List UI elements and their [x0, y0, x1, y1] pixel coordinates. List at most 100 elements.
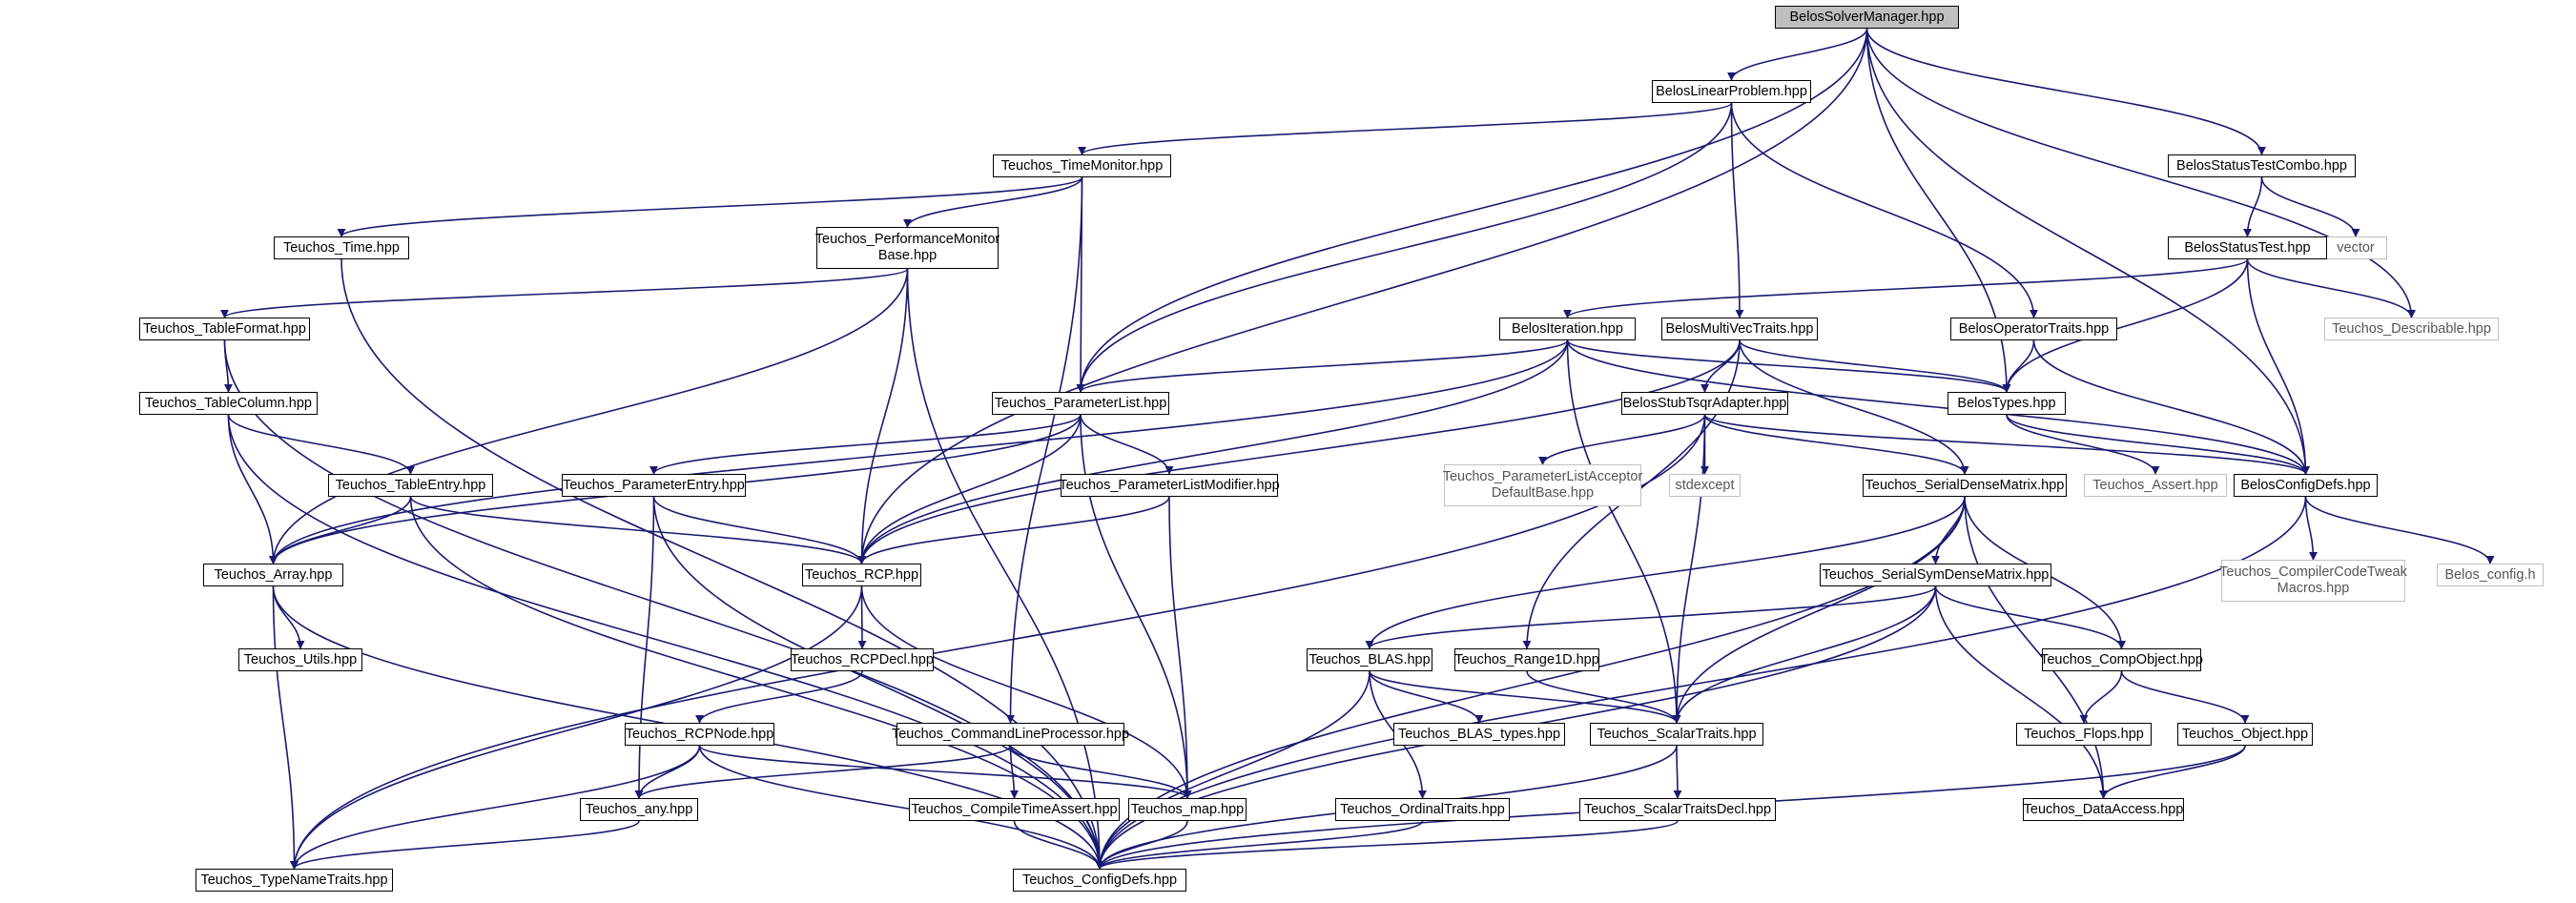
- node-teuchos-utils[interactable]: Teuchos_Utils.hpp: [238, 648, 362, 671]
- edge-teuchos-map-to-teuchos-configdefs: [1095, 820, 1188, 870]
- edge-teuchos-parameterlist-to-teuchos-parameterlistmodifier: [1080, 414, 1174, 475]
- edge-teuchos-tablecolumn-to-teuchos-configdefs: [227, 414, 1104, 870]
- edge-teuchos-rcpnode-to-teuchos-typenametraits: [290, 745, 701, 870]
- edge-belos-iteration-to-teuchos-parameterlist: [1076, 339, 1569, 393]
- edge-belos-statustest-to-belos-configdefs: [2246, 258, 2310, 475]
- edge-teuchos-compobject-to-teuchos-object: [2120, 670, 2250, 724]
- node-teuchos-typenametraits[interactable]: Teuchos_TypeNameTraits.hpp: [196, 869, 393, 892]
- edge-belos-solvermanager-to-belos-statustestcombo: [1865, 28, 2266, 155]
- edge-teuchos-timemonitor-to-teuchos-time: [337, 176, 1083, 237]
- node-belos-statustest[interactable]: BelosStatusTest.hpp: [2168, 236, 2327, 259]
- edge-belos-iteration-to-belos-configdefs: [1566, 339, 2310, 475]
- edge-teuchos-array-to-teuchos-typenametraits: [272, 585, 299, 870]
- node-teuchos-configdefs[interactable]: Teuchos_ConfigDefs.hpp: [1013, 869, 1186, 892]
- edge-teuchos-parameterlistmodifier-to-teuchos-map: [1168, 496, 1192, 799]
- node-belos-linearproblem[interactable]: BelosLinearProblem.hpp: [1652, 80, 1811, 103]
- node-teuchos-rcpnode[interactable]: Teuchos_RCPNode.hpp: [625, 723, 774, 746]
- node-teuchos-time[interactable]: Teuchos_Time.hpp: [274, 236, 409, 259]
- edge-belos-configdefs-to-belos-config-h: [2304, 496, 2495, 564]
- edge-teuchos-serialsymdensematrix-to-teuchos-scalartraits: [1672, 585, 1937, 724]
- edge-teuchos-rcp-to-teuchos-map: [860, 585, 1192, 799]
- edge-teuchos-rcpnode-to-teuchos-any: [634, 745, 701, 799]
- edge-teuchos-parameterlist-to-teuchos-parameterentry: [649, 414, 1082, 475]
- node-belos-solvermanager[interactable]: BelosSolverManager.hpp: [1775, 6, 1959, 29]
- edge-belos-iteration-to-teuchos-scalartraits: [1566, 339, 1681, 724]
- node-belos-operatortraits[interactable]: BelosOperatorTraits.hpp: [1950, 318, 2117, 340]
- edge-belos-multivectraits-to-belos-types: [1739, 339, 2011, 393]
- edge-belos-solvermanager-to-belos-configdefs: [1865, 28, 2310, 475]
- node-vector: vector: [2324, 236, 2387, 259]
- node-teuchos-tableentry[interactable]: Teuchos_TableEntry.hpp: [328, 474, 493, 497]
- node-teuchos-rcp[interactable]: Teuchos_RCP.hpp: [802, 564, 921, 586]
- node-belos-multivectraits[interactable]: BelosMultiVecTraits.hpp: [1661, 318, 1818, 340]
- edge-belos-solvermanager-to-teuchos-rcp: [857, 28, 1868, 564]
- node-teuchos-blas-types[interactable]: Teuchos_BLAS_types.hpp: [1393, 723, 1565, 746]
- edge-belos-statustest-to-teuchos-describable: [2246, 258, 2416, 318]
- node-teuchos-rcpdecl[interactable]: Teuchos_RCPDecl.hpp: [791, 648, 934, 671]
- edge-belos-iteration-to-teuchos-array: [269, 339, 1569, 564]
- node-teuchos-parameterlist[interactable]: Teuchos_ParameterList.hpp: [992, 392, 1169, 415]
- edge-teuchos-serialsymdensematrix-to-teuchos-compobject: [1934, 585, 2126, 649]
- node-teuchos-tablecolumn[interactable]: Teuchos_TableColumn.hpp: [139, 392, 318, 415]
- node-teuchos-dataaccess[interactable]: Teuchos_DataAccess.hpp: [2023, 798, 2184, 821]
- edge-teuchos-parameterentry-to-teuchos-rcp: [652, 496, 866, 564]
- edge-teuchos-compobject-to-teuchos-flops: [2079, 670, 2123, 724]
- node-teuchos-object[interactable]: Teuchos_Object.hpp: [2177, 723, 2313, 746]
- node-teuchos-parameterlistmodifier[interactable]: Teuchos_ParameterListModifier.hpp: [1059, 474, 1280, 497]
- node-teuchos-parameterentry[interactable]: Teuchos_ParameterEntry.hpp: [562, 474, 746, 497]
- node-teuchos-perfmonitorbase[interactable]: Teuchos_PerformanceMonitor Base.hpp: [815, 227, 999, 269]
- edge-teuchos-serialdensematrix-to-teuchos-blas: [1365, 496, 1966, 649]
- node-belos-stubtsqradapter[interactable]: BelosStubTsqrAdapter.hpp: [1621, 392, 1788, 415]
- node-belos-configdefs[interactable]: BelosConfigDefs.hpp: [2234, 474, 2378, 497]
- edge-teuchos-time-to-teuchos-configdefs: [340, 258, 1104, 870]
- edge-teuchos-serialsymdensematrix-to-teuchos-dataaccess: [1934, 585, 2108, 799]
- node-stdexcept: stdexcept: [1669, 474, 1741, 497]
- node-teuchos-map[interactable]: Teuchos_map.hpp: [1128, 798, 1247, 821]
- edge-teuchos-timemonitor-to-teuchos-commandlineprocessor: [1006, 176, 1083, 724]
- edge-belos-solvermanager-to-belos-linearproblem: [1727, 28, 1868, 81]
- edge-belos-operatortraits-to-belos-types: [2002, 339, 2035, 393]
- edge-teuchos-commandlineprocessor-to-teuchos-compiletimeassert: [1009, 745, 1019, 799]
- node-teuchos-compobject[interactable]: Teuchos_CompObject.hpp: [2040, 648, 2203, 671]
- edge-teuchos-blas-to-teuchos-scalartraits: [1369, 670, 1681, 724]
- edge-teuchos-rcpnode-to-teuchos-map: [698, 745, 1192, 799]
- edge-teuchos-commandlineprocessor-to-teuchos-map: [1009, 745, 1192, 799]
- node-teuchos-ordinaltraits[interactable]: Teuchos_OrdinalTraits.hpp: [1335, 798, 1510, 821]
- edge-belos-configdefs-to-teuchos-compilercodetweak: [2304, 496, 2318, 561]
- edge-belos-iteration-to-belos-types: [1566, 339, 2011, 393]
- edge-teuchos-scalartraits-to-teuchos-scalartraitsdecl: [1673, 745, 1682, 799]
- node-belos-iteration[interactable]: BelosIteration.hpp: [1499, 318, 1636, 340]
- node-teuchos-blas[interactable]: Teuchos_BLAS.hpp: [1307, 648, 1432, 671]
- edge-teuchos-rcpnode-to-teuchos-configdefs: [698, 745, 1104, 870]
- node-teuchos-describable: Teuchos_Describable.hpp: [2324, 318, 2499, 340]
- node-belos-config-h: Belos_config.h: [2437, 564, 2544, 586]
- edge-belos-statustest-to-belos-types: [2002, 258, 2249, 393]
- node-teuchos-commandlineprocessor[interactable]: Teuchos_CommandLineProcessor.hpp: [892, 723, 1129, 746]
- node-teuchos-any[interactable]: Teuchos_any.hpp: [580, 798, 698, 821]
- node-teuchos-array[interactable]: Teuchos_Array.hpp: [203, 564, 343, 586]
- node-teuchos-serialsymdensematrix[interactable]: Teuchos_SerialSymDenseMatrix.hpp: [1820, 564, 2051, 586]
- node-belos-types[interactable]: BelosTypes.hpp: [1947, 392, 2066, 415]
- edge-teuchos-parameterlist-to-teuchos-rcp: [857, 414, 1082, 564]
- node-teuchos-assert: Teuchos_Assert.hpp: [2084, 474, 2227, 497]
- edge-belos-solvermanager-to-teuchos-parameterlist: [1076, 28, 1868, 393]
- edge-teuchos-blas-to-teuchos-configdefs: [1095, 670, 1370, 870]
- node-teuchos-tableformat[interactable]: Teuchos_TableFormat.hpp: [139, 318, 310, 340]
- edge-belos-linearproblem-to-belos-operatortraits: [1730, 102, 2038, 318]
- edge-teuchos-parameterlistmodifier-to-teuchos-rcp: [857, 496, 1170, 564]
- node-teuchos-range1d[interactable]: Teuchos_Range1D.hpp: [1454, 648, 1599, 671]
- node-belos-statustestcombo[interactable]: BelosStatusTestCombo.hpp: [2168, 154, 2356, 177]
- node-teuchos-flops[interactable]: Teuchos_Flops.hpp: [2016, 723, 2152, 746]
- edge-teuchos-perfmonitorbase-to-teuchos-tableformat: [220, 268, 909, 318]
- node-teuchos-timemonitor[interactable]: Teuchos_TimeMonitor.hpp: [993, 154, 1171, 177]
- node-teuchos-serialdensematrix[interactable]: Teuchos_SerialDenseMatrix.hpp: [1863, 474, 2067, 497]
- edge-teuchos-serialsymdensematrix-to-teuchos-blas: [1365, 585, 1937, 649]
- edge-teuchos-rcp-to-teuchos-typenametraits: [290, 585, 863, 870]
- node-teuchos-scalartraits[interactable]: Teuchos_ScalarTraits.hpp: [1590, 723, 1763, 746]
- node-teuchos-compiletimeassert[interactable]: Teuchos_CompileTimeAssert.hpp: [909, 798, 1120, 821]
- node-teuchos-scalartraitsdecl[interactable]: Teuchos_ScalarTraitsDecl.hpp: [1579, 798, 1776, 821]
- edge-teuchos-range1d-to-teuchos-scalartraits: [1526, 670, 1681, 724]
- edge-teuchos-ordinaltraits-to-teuchos-configdefs: [1095, 820, 1424, 870]
- edge-belos-statustestcombo-to-vector: [2260, 176, 2360, 237]
